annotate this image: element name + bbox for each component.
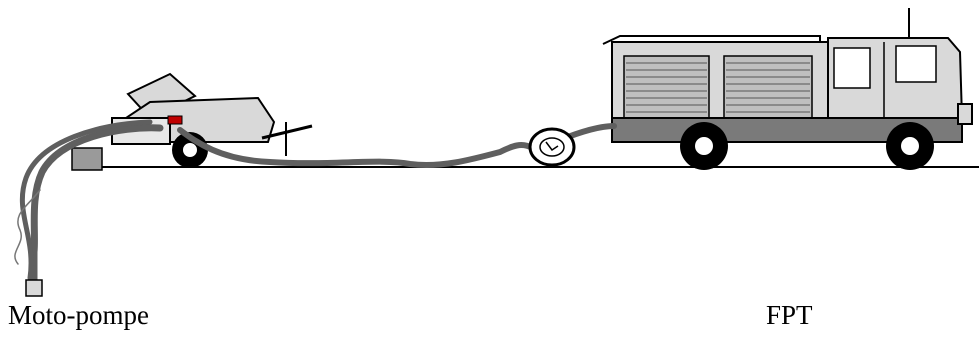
hose-reel xyxy=(530,129,574,165)
suction-strainer xyxy=(26,280,42,296)
truck-cab-window-front xyxy=(896,46,936,82)
strainer-box xyxy=(72,148,102,170)
scene-illustration xyxy=(0,0,979,300)
pump-light xyxy=(168,116,182,124)
label-moto-pompe: Moto-pompe xyxy=(8,302,149,329)
truck-shutter-left xyxy=(624,56,709,118)
suction-hose-2 xyxy=(22,122,150,278)
truck-rear-wheel xyxy=(680,122,728,170)
truck-bumper xyxy=(958,104,972,124)
truck-cab-window-rear xyxy=(834,48,870,88)
label-fpt: FPT xyxy=(766,302,813,329)
truck-front-wheel xyxy=(886,122,934,170)
hoses xyxy=(15,122,614,280)
trailer-pump xyxy=(72,74,312,170)
truck-shutter-right xyxy=(724,56,812,118)
fire-truck xyxy=(603,8,972,170)
